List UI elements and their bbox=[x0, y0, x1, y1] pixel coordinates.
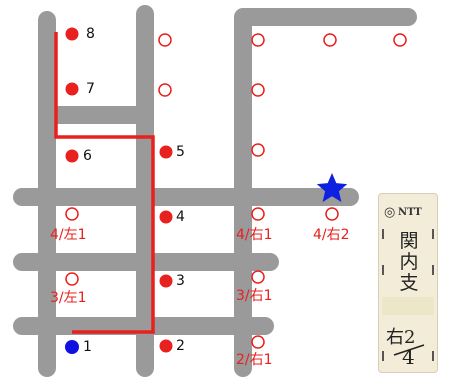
marker-label-5: 5 bbox=[176, 145, 185, 159]
sign-tick bbox=[382, 229, 384, 239]
red-marker-2 bbox=[160, 340, 173, 353]
sign-vertical-text: 関 内 支 bbox=[394, 231, 424, 294]
location-label: 3/右1 bbox=[236, 289, 273, 303]
marker-label-6: 6 bbox=[83, 149, 92, 163]
sign-band bbox=[382, 297, 434, 315]
location-label: 4/右2 bbox=[313, 228, 350, 242]
roads bbox=[22, 14, 408, 368]
pole-sign-photo: ◎ NTT 関 内 支 右2 4 bbox=[378, 193, 438, 373]
location-label: 4/左1 bbox=[50, 228, 87, 242]
marker-label-1: 1 bbox=[83, 340, 92, 354]
red-marker-8 bbox=[66, 28, 79, 41]
sign-char: 内 bbox=[394, 252, 424, 273]
red-marker-6 bbox=[66, 150, 79, 163]
empty-marker bbox=[252, 208, 264, 220]
empty-marker bbox=[159, 34, 171, 46]
red-marker-4 bbox=[160, 211, 173, 224]
red-marker-5 bbox=[160, 146, 173, 159]
sign-tick bbox=[382, 351, 384, 361]
location-label: 4/右1 bbox=[236, 228, 273, 242]
empty-marker bbox=[394, 34, 406, 46]
empty-marker bbox=[252, 336, 264, 348]
sign-tick bbox=[432, 351, 434, 361]
empty-marker bbox=[252, 34, 264, 46]
marker-label-7: 7 bbox=[86, 82, 95, 96]
marker-label-2: 2 bbox=[176, 339, 185, 353]
empty-marker bbox=[66, 273, 78, 285]
empty-marker bbox=[159, 84, 171, 96]
sign-char: 支 bbox=[394, 273, 424, 294]
empty-marker bbox=[326, 208, 338, 220]
sign-number: 4 bbox=[402, 345, 415, 369]
empty-marker bbox=[252, 144, 264, 156]
ntt-logo-text: NTT bbox=[398, 207, 422, 218]
sign-char: 関 bbox=[394, 231, 424, 252]
sign-tick bbox=[382, 265, 384, 275]
location-label: 3/左1 bbox=[50, 291, 87, 305]
empty-marker bbox=[66, 208, 78, 220]
empty-marker bbox=[252, 271, 264, 283]
sign-tick bbox=[432, 265, 434, 275]
red-marker-7 bbox=[66, 83, 79, 96]
blue-marker bbox=[65, 340, 79, 354]
marker-label-3: 3 bbox=[176, 274, 185, 288]
ntt-logo-icon: ◎ bbox=[384, 205, 395, 220]
marker-label-4: 4 bbox=[176, 210, 185, 224]
sign-tick bbox=[432, 229, 434, 239]
location-label: 2/右1 bbox=[236, 353, 273, 367]
marker-label-8: 8 bbox=[86, 27, 95, 41]
empty-marker bbox=[252, 84, 264, 96]
empty-marker bbox=[324, 34, 336, 46]
red-marker-3 bbox=[160, 275, 173, 288]
